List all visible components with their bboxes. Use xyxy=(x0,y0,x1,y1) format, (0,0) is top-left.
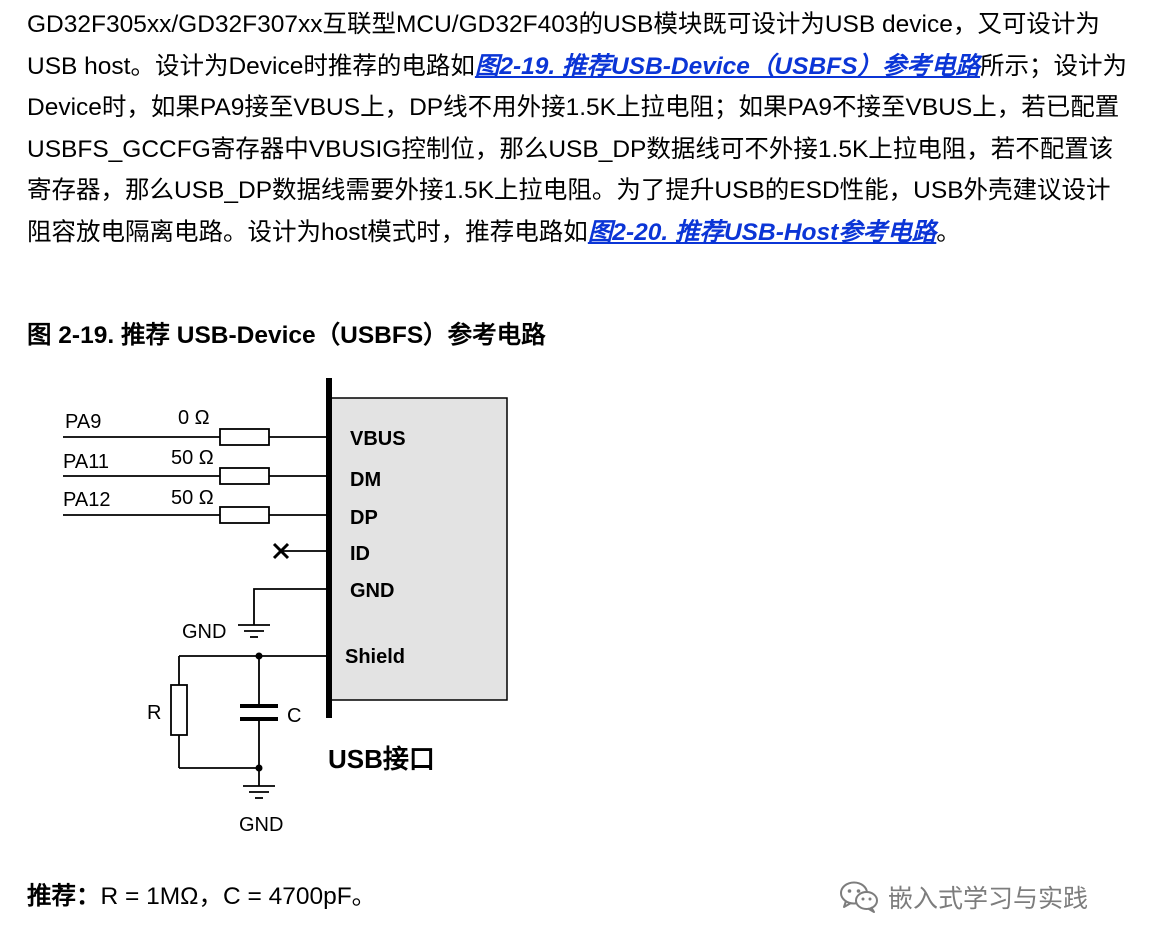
recommendation-line: 推荐：R = 1MΩ，C = 4700pF。 xyxy=(27,877,376,917)
watermark: 嵌入式学习与实践 xyxy=(838,877,1088,917)
gnd-label-upper: GND xyxy=(182,621,226,643)
paragraph-text-1: GD32F305xx/GD32F307xx互联型MCU/GD32F403的USB… xyxy=(27,11,1100,80)
usb-connector-body xyxy=(329,397,508,701)
pin-label-id: ID xyxy=(350,543,370,565)
pin-label-vbus: VBUS xyxy=(350,428,406,450)
ground-symbol-lower xyxy=(243,785,275,799)
figure-title: 图 2-19. 推荐 USB-Device（USBFS）参考电路 xyxy=(27,322,546,349)
resistor-value-pa12: 50 Ω xyxy=(171,487,214,509)
wechat-icon xyxy=(840,881,878,913)
recommend-value: R = 1MΩ，C = 4700pF。 xyxy=(100,883,377,910)
signal-label-pa11: PA11 xyxy=(63,451,109,473)
gnd-label-lower: GND xyxy=(239,814,283,836)
pin-label-dm: DM xyxy=(350,469,381,491)
paragraph-text-3: 。 xyxy=(936,218,961,246)
pin-label-shield: Shield xyxy=(345,646,405,668)
signal-label-pa9: PA9 xyxy=(65,411,101,433)
pa9-resistor xyxy=(219,428,270,446)
resistor-r-label: R xyxy=(147,702,161,724)
figure-2-19-link[interactable]: 图2-19. 推荐USB-Device（USBFS）参考电路 xyxy=(474,52,980,80)
pa12-resistor xyxy=(219,506,270,524)
pa11-resistor xyxy=(219,467,270,485)
rc-bottom-junction xyxy=(255,764,263,772)
paragraph-text-2: 所示；设计为Device时，如果PA9接至VBUS上，DP线不用外接1.5K上拉… xyxy=(27,52,1127,246)
usb-connector-label: USB接口 xyxy=(328,744,435,774)
resistor-value-pa11: 50 Ω xyxy=(171,447,214,469)
pin-label-gnd: GND xyxy=(350,580,394,602)
capacitor-c-label: C xyxy=(287,705,301,727)
recommend-label: 推荐： xyxy=(27,883,101,910)
ground-symbol-upper xyxy=(238,624,270,638)
resistor-r xyxy=(170,684,188,736)
resistor-value-pa9: 0 Ω xyxy=(178,407,210,429)
no-connect-mark xyxy=(272,542,290,560)
signal-label-pa12: PA12 xyxy=(63,489,110,511)
gnd-wire xyxy=(253,588,328,625)
intro-paragraph: GD32F305xx/GD32F307xx互联型MCU/GD32F403的USB… xyxy=(27,4,1127,253)
watermark-text: 嵌入式学习与实践 xyxy=(888,885,1089,913)
usb-device-circuit-diagram: PA9 PA11 PA12 0 Ω 50 Ω 50 Ω VBUS DM DP I… xyxy=(63,378,508,836)
pin-label-dp: DP xyxy=(350,507,378,529)
figure-2-20-link[interactable]: 图2-20. 推荐USB-Host参考电路 xyxy=(587,218,937,246)
